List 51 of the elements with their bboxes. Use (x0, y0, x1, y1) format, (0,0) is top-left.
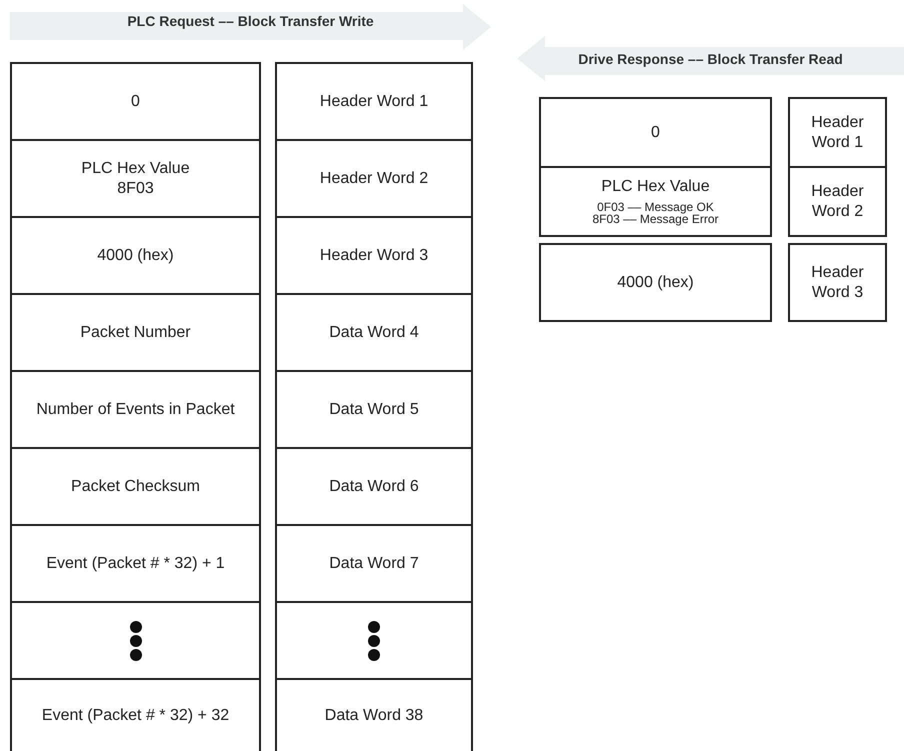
cell-text: Number of Events in Packet (36, 400, 235, 420)
cell-text: 8F03 –– Message Error (592, 213, 719, 226)
cell-text: Header Word 1 (810, 113, 865, 152)
register-cell (788, 97, 887, 168)
register-cell (10, 447, 261, 526)
register-cell (10, 216, 261, 295)
cell-text: PLC Hex Value (81, 159, 190, 178)
register-cell (10, 524, 261, 603)
cell-text: PLC Hex Value (601, 177, 710, 196)
register-cell (275, 678, 473, 751)
cell-text: Data Word 6 (329, 476, 419, 496)
register-cell (10, 62, 261, 141)
register-cell (275, 447, 473, 526)
cell-text: Header Word 2 (320, 168, 428, 188)
cell-text: Event (Packet # * 32) + 1 (46, 554, 225, 574)
register-cell (275, 601, 473, 680)
cell-text: Header Word 2 (810, 182, 865, 221)
register-cell (10, 293, 261, 372)
register-cell (539, 166, 772, 237)
register-cell (275, 524, 473, 603)
register-cell (10, 139, 261, 218)
cell-text: Header Word 3 (810, 263, 865, 302)
banner-title: PLC Request –– Block Transfer Write (127, 13, 374, 29)
cell-text: Header Word 1 (320, 92, 428, 112)
register-cell (275, 139, 473, 218)
cell-text: Event (Packet # * 32) + 32 (42, 706, 230, 726)
cell-text: Data Word 4 (329, 322, 419, 342)
cell-text: 0F03 –– Message OK (597, 200, 714, 214)
register-cell (788, 243, 887, 322)
register-cell (539, 97, 772, 168)
cell-text: 8F03 (117, 178, 154, 198)
register-cell (275, 62, 473, 141)
register-cell (275, 216, 473, 295)
register-cell (788, 166, 887, 237)
cell-text: 4000 (hex) (617, 272, 694, 292)
cell-text: Data Word 5 (329, 400, 419, 420)
register-cell (10, 601, 261, 680)
cell-text: 4000 (hex) (97, 246, 174, 266)
register-cell (10, 370, 261, 449)
cell-text: Data Word 7 (329, 554, 419, 574)
banner-title: Drive Response –– Block Transfer Read (578, 50, 843, 66)
register-cell (10, 678, 261, 751)
cell-text: Header Word 3 (320, 246, 428, 266)
cell-text: Packet Number (80, 322, 191, 342)
cell-text: Packet Checksum (71, 476, 200, 496)
register-cell (275, 370, 473, 449)
cell-text: 0 (651, 122, 660, 142)
cell-text: Data Word 38 (324, 706, 424, 726)
register-cell (539, 243, 772, 322)
register-cell (275, 293, 473, 372)
cell-text: 0 (131, 92, 140, 112)
